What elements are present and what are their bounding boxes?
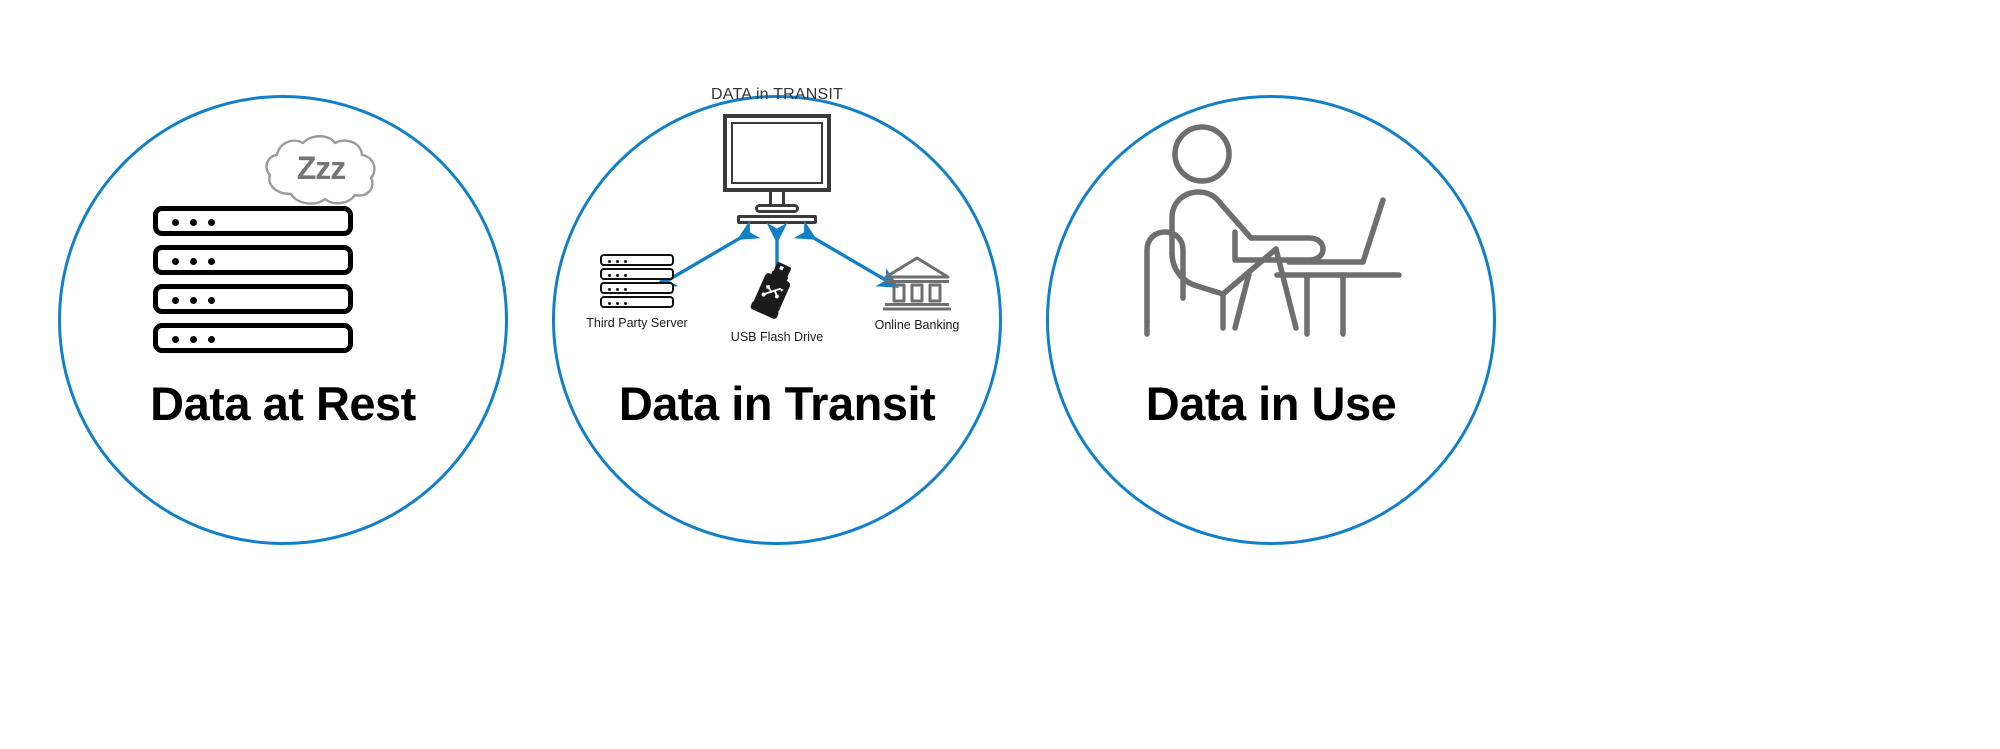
server-unit <box>153 206 353 236</box>
cloud-shape <box>265 135 376 205</box>
circle-outline-data-in-use <box>1046 95 1496 545</box>
monitor-bezel <box>731 122 823 184</box>
panel-title-data-at-rest: Data at Rest <box>150 377 416 430</box>
node-third-party-server: Third Party Server <box>567 254 707 330</box>
server-unit <box>600 282 674 294</box>
server-led-dots <box>608 259 627 263</box>
panel-data-at-rest: Zzz Data at Rest <box>33 60 533 560</box>
monitor-screen <box>723 114 831 192</box>
server-led-dots <box>608 287 627 291</box>
server-unit <box>600 268 674 280</box>
node-label-usb-flash-drive: USB Flash Drive <box>730 330 824 344</box>
chair-back <box>1144 229 1186 325</box>
panel-title-data-in-use: Data in Use <box>1145 377 1397 430</box>
server-unit <box>600 254 674 266</box>
server-led-dots <box>172 258 215 265</box>
artwork-data-in-transit: DATA in TRANSIT <box>567 86 987 386</box>
panel-data-in-use: Data in Use <box>1021 60 1521 560</box>
person-leg-lower <box>1232 271 1252 331</box>
desktop-monitor-icon <box>717 114 837 224</box>
usb-shape <box>750 262 792 319</box>
sleep-cloud-icon: Zzz <box>261 134 381 212</box>
server-unit <box>153 323 353 353</box>
circle-outline-data-in-transit <box>552 95 1002 545</box>
zzz-label: Zzz <box>296 150 347 186</box>
server-led-dots <box>172 336 215 343</box>
server-stack-icon <box>600 254 674 310</box>
node-label-third-party-server: Third Party Server <box>586 316 688 330</box>
monitor-neck <box>769 192 785 206</box>
person-head <box>1172 124 1232 184</box>
person-torso-and-arm <box>1169 189 1326 263</box>
keyboard-icon <box>737 215 817 224</box>
server-unit <box>600 296 674 308</box>
bank-building-icon <box>880 254 954 312</box>
server-stack-icon <box>153 206 353 353</box>
person-hips <box>1169 246 1279 297</box>
monitor-base <box>755 204 799 213</box>
transit-caption: DATA in TRANSIT <box>711 86 843 103</box>
panel-title-data-in-transit: Data in Transit <box>618 377 936 430</box>
server-led-dots <box>172 219 215 226</box>
server-led-dots <box>608 273 627 277</box>
node-label-online-banking: Online Banking <box>874 318 960 332</box>
panel-data-in-transit: DATA in TRANSIT <box>527 60 1027 560</box>
laptop-screen <box>1286 197 1386 265</box>
bank-shape <box>883 256 951 311</box>
circle-outline-data-at-rest <box>58 95 508 545</box>
server-led-dots <box>608 301 627 305</box>
node-usb-flash-drive: USB Flash Drive <box>707 262 847 344</box>
artwork-data-at-rest: Zzz <box>123 130 443 360</box>
server-unit <box>153 245 353 275</box>
person-at-desk-with-laptop-icon <box>1144 124 1402 337</box>
usb-flash-drive-icon <box>745 262 809 324</box>
server-led-dots <box>172 297 215 304</box>
person-leg-upper <box>1273 246 1299 331</box>
artwork-data-in-use <box>1131 122 1431 352</box>
node-online-banking: Online Banking <box>847 254 987 332</box>
server-unit <box>153 284 353 314</box>
